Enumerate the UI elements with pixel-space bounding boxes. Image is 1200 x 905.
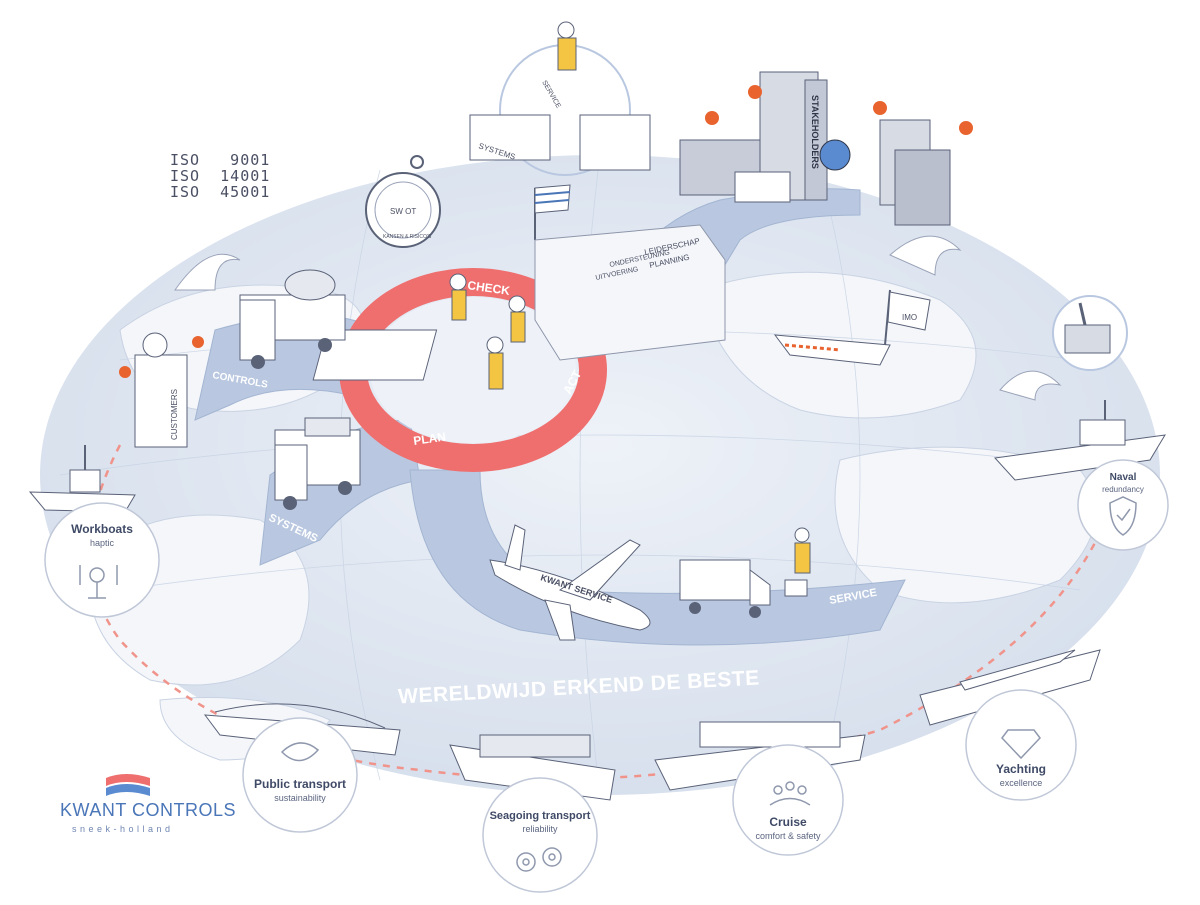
- pdca-plan: PLAN: [412, 430, 446, 448]
- ship-yacht: [919, 649, 1101, 726]
- logo-tagline: sneek-holland: [72, 824, 174, 834]
- management-building: LEIDERSCHAP PLANNING ONDERSTEUNING UITVO…: [534, 224, 726, 361]
- diamond-icon: [1001, 729, 1041, 760]
- segment-label-public-transport: Public transport sustainability: [240, 777, 360, 803]
- segment-subtitle: sustainability: [274, 793, 326, 803]
- segment-subtitle: comfort & safety: [755, 831, 821, 841]
- service-van: [679, 559, 771, 618]
- segment-circle-seagoing: [482, 777, 598, 893]
- segment-title: Workboats: [71, 522, 133, 536]
- pdca-cycle: DO CHECK ACT PLAN: [312, 268, 607, 472]
- stakeholders-cluster: STAKEHOLDERS: [679, 71, 973, 226]
- segment-circle-workboats: [44, 502, 160, 618]
- truck-systems: [274, 417, 361, 510]
- segment-title: Cruise: [769, 815, 807, 829]
- top-label-service: SERVICE: [540, 80, 562, 110]
- waves: [174, 235, 1062, 401]
- iso-45001: ISO 45001: [170, 183, 271, 201]
- segment-subtitle: reliability: [522, 824, 558, 834]
- segment-label-naval: Naval redundancy: [1063, 472, 1183, 494]
- segment-label-cruise: Cruise comfort & safety: [728, 815, 848, 841]
- kwant-logo-mark: [106, 774, 150, 796]
- compass: SW OT KANSEN & RISICO'S: [365, 155, 441, 248]
- segment-circle-cruise: [732, 744, 844, 856]
- imo-flag-label: IMO: [902, 313, 917, 322]
- segment-label-workboats: Workboats haptic: [42, 522, 162, 548]
- segment-title: Naval: [1109, 472, 1137, 483]
- pdca-check: CHECK: [467, 278, 512, 298]
- iso-14001: ISO 14001: [170, 167, 271, 185]
- compass-ring: KANSEN & RISICO'S: [383, 234, 432, 240]
- iso-9001: ISO 9001: [170, 151, 271, 169]
- segment-subtitle: redundancy: [1102, 485, 1144, 494]
- top-service-circle: SYSTEMS SERVICE: [469, 21, 651, 176]
- leaf-icon: [280, 742, 320, 762]
- patrol-boat: IMO: [773, 289, 931, 366]
- segment-circle-public-transport: [242, 717, 358, 833]
- hand-lever-icon: [79, 565, 118, 599]
- stakeholders-label: STAKEHOLDERS: [810, 95, 820, 169]
- lever-circle: [1052, 295, 1128, 371]
- segment-title: Seagoing transport: [489, 810, 591, 822]
- segment-circle-yachting: [965, 689, 1077, 801]
- ship-naval: [993, 400, 1166, 481]
- logo-name: KWANT CONTROLS: [60, 800, 237, 820]
- compass-swot: SW OT: [390, 207, 416, 216]
- customers-label: CUSTOMERS: [170, 389, 179, 440]
- segment-subtitle: excellence: [999, 778, 1043, 788]
- customers-building: CUSTOMERS: [119, 332, 204, 448]
- shield-icon: [1109, 496, 1137, 536]
- people-icon: [769, 781, 811, 806]
- segment-label-seagoing: Seagoing transport reliability: [480, 810, 600, 834]
- ship-container: [449, 734, 616, 801]
- segment-title: Yachting: [995, 762, 1046, 776]
- segment-label-yachting: Yachting excellence: [961, 762, 1081, 788]
- iso-certifications: ISO 9001 ISO 14001 ISO 45001: [170, 152, 270, 200]
- truck-controls: [239, 269, 346, 369]
- frisian-flag: [534, 184, 571, 240]
- gears-icon: [516, 847, 562, 872]
- segment-subtitle: haptic: [89, 538, 115, 548]
- segment-title: Public transport: [253, 777, 346, 791]
- service-technician: [784, 527, 811, 597]
- segment-circle-naval: [1077, 459, 1169, 551]
